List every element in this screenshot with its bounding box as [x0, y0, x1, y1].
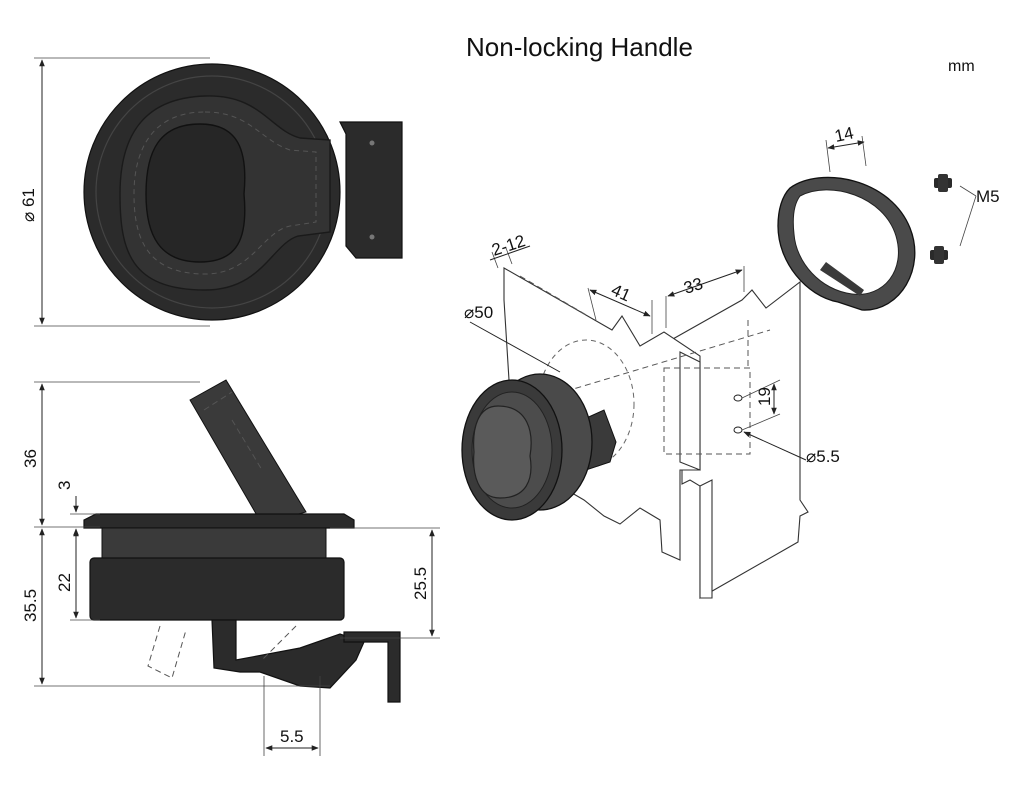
- side-view-bracket: [343, 631, 401, 703]
- side-view: 36 3 22 35.5 25.5 5.5: [21, 379, 440, 756]
- unit-label: mm: [948, 58, 975, 75]
- dim-gap-3: 3: [55, 481, 74, 490]
- top-view-bracket: [339, 121, 403, 259]
- screw-lower-icon: [930, 246, 948, 264]
- dim-diameter-61: ⌀ 61: [19, 188, 38, 222]
- side-view-body-upper: [101, 527, 327, 559]
- drawing-title: Non-locking Handle: [466, 32, 693, 62]
- screw-upper-icon: [934, 174, 952, 192]
- dim-hole-5-5: ⌀5.5: [806, 447, 840, 466]
- side-view-flange: [83, 513, 355, 529]
- top-view: ⌀ 61: [19, 57, 403, 327]
- dim-total-35-5: 35.5: [21, 589, 40, 622]
- dim-width-41: 41: [608, 280, 633, 305]
- dim-screw-m5: M5: [976, 187, 1000, 206]
- handle-grip: [145, 123, 246, 263]
- dim-ring-14: 14: [833, 123, 855, 146]
- iso-handle-grip: [473, 405, 532, 499]
- dim-hole-spacing-19: 19: [755, 387, 774, 406]
- dim-depth-25-5: 25.5: [411, 567, 430, 600]
- dim-depth-22: 22: [55, 573, 74, 592]
- mount-hole-lower: [733, 426, 743, 434]
- side-view-handle: [189, 379, 307, 525]
- side-view-body-ring: [89, 557, 345, 621]
- isometric-view: 14 M5 2-12 ⌀50 41 33 19 ⌀5.5: [461, 123, 1000, 599]
- mount-hole-upper: [733, 394, 743, 402]
- dim-offset-5-5: 5.5: [280, 727, 304, 746]
- dim-cutout-50: ⌀50: [464, 303, 493, 322]
- side-view-latch: [211, 619, 365, 689]
- dim-width-33: 33: [681, 274, 705, 298]
- dim-height-36: 36: [21, 449, 40, 468]
